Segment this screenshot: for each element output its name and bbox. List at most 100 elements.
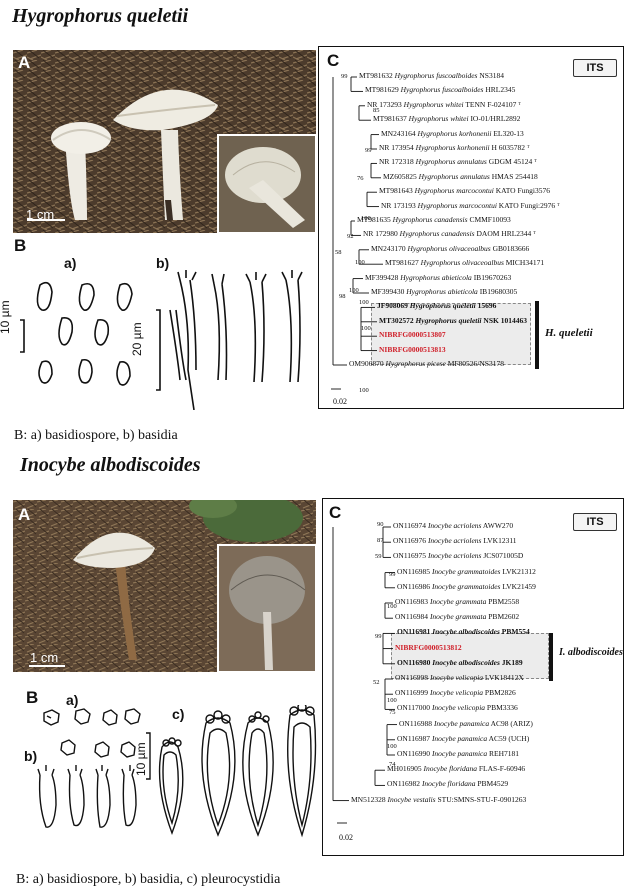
taxon-name: Inocybe velicopia (430, 703, 486, 713)
taxon-voucher: FLAS-F-60946 (477, 764, 526, 774)
taxon-label: MT981627 Hygrophorus olivaceoalbus MICH3… (385, 258, 544, 267)
taxon-voucher: 15696 (475, 301, 497, 311)
taxon-name: Inocybe grammata (428, 597, 487, 606)
taxon-accession: NR 173954 (379, 143, 414, 152)
taxon-name: Hygrophorus fuscoalboides (398, 85, 484, 95)
taxon-label: MH016905 Inocybe floridana FLAS-F-60946 (387, 764, 525, 773)
clade-label-1: H. queletii (545, 327, 593, 339)
bootstrap-value: 58 (335, 249, 342, 256)
caption-1: B: a) basidiospore, b) basidia (14, 428, 178, 443)
taxon-accession: NR 172980 (363, 229, 398, 239)
taxon-voucher: NSK 1014463 (481, 315, 527, 325)
taxon-name: Inocybe acriolens (426, 521, 482, 530)
label-basidiospore-1: a) (64, 255, 77, 271)
taxon-name: Inocybe grammata (428, 612, 487, 622)
drawings-b-1 (20, 270, 303, 410)
taxon-name: Inocybe albodiscoides (430, 657, 500, 667)
taxon-accession: ON116982 (387, 779, 421, 789)
bootstrap-value: 52 (373, 679, 380, 686)
bootstrap-value: 92 (347, 233, 354, 240)
taxon-accession: NIBRFG0000513807 (379, 330, 446, 340)
taxon-label: MT302572 Hygrophorus queletii NSK 101446… (379, 316, 527, 325)
taxon-label: MT981637 Hygrophorus whitei IO-01/HRL289… (373, 114, 520, 123)
taxon-accession: NIBRFG0000513812 (395, 642, 462, 652)
taxon-voucher: IO-01/HRL2892 (468, 114, 521, 124)
bootstrap-value: 100 (387, 603, 397, 610)
bootstrap-value: 87 (377, 537, 384, 544)
bootstrap-value: 100 (359, 387, 369, 394)
label-pleurocystidia-2: c) (172, 706, 185, 722)
taxon-label: NIBRFG0000513807 (379, 330, 446, 339)
taxon-label: ON116985 Inocybe grammatoides LVK21312 (397, 567, 536, 576)
taxon-accession: JF908069 (377, 301, 408, 311)
taxon-accession: NR 173293 (367, 99, 402, 109)
taxon-voucher: DAOM HRL2344 ᵀ (474, 229, 536, 239)
bootstrap-value: 90 (377, 521, 384, 528)
taxon-name: Hygrophorus korhonenii (413, 143, 490, 152)
taxon-voucher: HRL2345 (483, 85, 516, 95)
taxon-label: NR 172980 Hygrophorus canadensis DAOM HR… (363, 229, 536, 238)
taxon-accession: MT981643 (379, 186, 413, 196)
panel-letter-b-1: B (14, 236, 27, 255)
scale-spore-label-2: 10 µm (134, 742, 148, 776)
taxon-voucher: PBM3336 (485, 703, 518, 713)
bootstrap-value: 76 (357, 175, 364, 182)
taxon-name: Hygrophorus annulatus (416, 171, 490, 181)
panel-letter-a-2: A (18, 505, 31, 524)
taxon-voucher: KATO Fungi3576 (493, 186, 550, 196)
taxon-accession: ON116987 (397, 733, 431, 743)
taxon-voucher: PBM2602 (486, 612, 520, 622)
taxon-accession: ON116981 (397, 627, 431, 637)
clade-box-1 (371, 303, 531, 365)
taxon-name: Inocybe floridana (420, 779, 476, 789)
taxon-accession: NR 172318 (379, 157, 414, 167)
taxon-name: Hygrophorus olivaceoalbus (405, 243, 491, 253)
taxon-name: Hygrophorus marcocontui (412, 186, 494, 196)
taxon-label: ON117000 Inocybe velicopia PBM3336 (397, 703, 518, 712)
taxon-name: Hygrophorus canadensis (390, 215, 468, 224)
caption-2: B: a) basidiospore, b) basidia, c) pleur… (16, 872, 281, 887)
taxon-name: Hygrophorus olivaceoalbus (418, 258, 504, 268)
taxon-name: Inocybe velicopia (428, 673, 484, 682)
taxon-label: OM906870 Hygrophorus picese MF80526/NS31… (349, 359, 504, 368)
taxon-label: MZ605825 Hygrophorus annulatus HMAS 2544… (383, 172, 538, 181)
bootstrap-value: 99 (365, 147, 372, 154)
bootstrap-value: 100 (361, 215, 371, 222)
taxon-label: ON116981 Inocybe albodiscoides PBM554 (397, 627, 530, 636)
taxon-label: ON116983 Inocybe grammata PBM2558 (395, 597, 519, 606)
taxon-label: NR 173293 Hygrophorus whitei TENN F-0241… (367, 100, 521, 109)
taxon-voucher: MICH34171 (503, 258, 545, 268)
mushroom-photo-a-2 (13, 500, 316, 672)
taxon-name: Hygrophorus korhonenii (415, 128, 492, 138)
bootstrap-value: 100 (361, 325, 371, 332)
taxon-accession: MT302572 (379, 315, 414, 325)
phylo-tree-1: C ITS H. queletii MT981632 Hygrophorus f… (318, 46, 624, 409)
taxon-voucher: KATO Fungi:2976 ᵀ (496, 200, 560, 210)
taxon-accession: MT981637 (373, 114, 407, 124)
taxon-accession: ON116980 (397, 657, 431, 667)
its-label-1: ITS (573, 59, 617, 77)
bootstrap-value: 74 (389, 761, 396, 768)
taxon-name: Inocybe panamica (430, 733, 488, 743)
taxon-label: MF399430 Hygrophorus abieticola IB196803… (371, 287, 517, 296)
taxon-name: Inocybe panamica (430, 749, 488, 758)
taxon-label: MT981629 Hygrophorus fuscoalboides HRL23… (365, 85, 515, 94)
taxon-label: ON116975 Inocybe acriolens JCS071005D (393, 551, 523, 560)
taxon-name: Hygrophorus whitei (406, 114, 469, 124)
bootstrap-value: 99 (341, 73, 348, 80)
taxon-label: ON116980 Inocybe albodiscoides JK189 (397, 658, 523, 667)
taxon-label: MT981635 Hygrophorus canadensis CMMF1009… (357, 215, 511, 224)
taxon-voucher: IB19670263 (471, 272, 512, 282)
taxon-accession: MT981629 (365, 85, 399, 95)
taxon-voucher: PBM4529 (475, 779, 509, 789)
taxon-accession: ON116990 (397, 749, 431, 758)
taxon-accession: MF399430 (371, 287, 405, 296)
taxon-name: Hygrophorus whitei (401, 99, 464, 109)
taxon-label: ON116984 Inocybe grammata PBM2602 (395, 612, 519, 621)
photo-scale-label-1: 1 cm (26, 207, 55, 222)
panel-letter-a-1: A (18, 53, 31, 72)
clade-box-2 (391, 633, 549, 679)
taxon-voucher: LVK12311 (481, 536, 517, 546)
taxon-accession: MT981632 (359, 71, 393, 80)
mushroom-photo-a (13, 50, 316, 233)
